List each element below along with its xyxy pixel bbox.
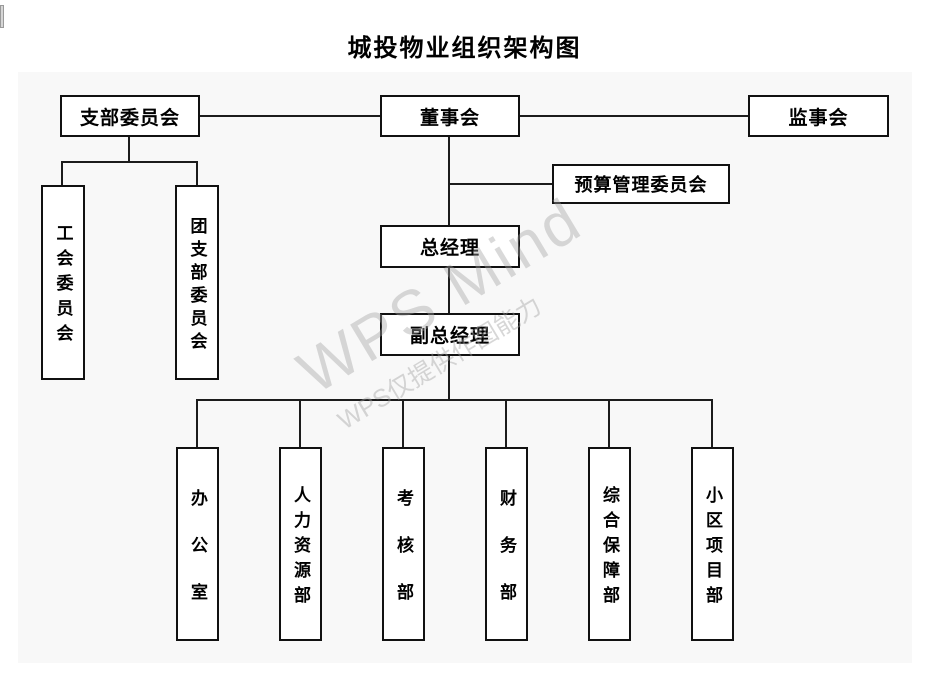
page-title: 城投物业组织架构图 <box>347 36 582 62</box>
node-general-manager[interactable]: 总经理 <box>380 225 520 268</box>
node-youth-league-committee[interactable]: 团支部委员会 <box>175 185 219 380</box>
node-budget-committee[interactable]: 预算管理委员会 <box>552 164 730 204</box>
connector-line <box>448 356 450 401</box>
node-assessment-dept[interactable]: 考核部 <box>382 447 425 641</box>
connector-line <box>520 115 748 117</box>
connector-line <box>505 399 507 447</box>
node-branch-committee[interactable]: 支部委员会 <box>60 95 200 137</box>
connector-line <box>402 399 404 447</box>
node-label: 财务部 <box>497 488 516 630</box>
connector-line <box>448 183 552 185</box>
node-deputy-general-manager[interactable]: 副总经理 <box>380 313 520 356</box>
connector-line <box>196 399 198 447</box>
node-label: 办公室 <box>188 488 207 630</box>
node-label: 小区项目部 <box>703 485 722 611</box>
node-label: 人力资源部 <box>291 485 310 611</box>
connector-line <box>128 137 130 163</box>
connector-line <box>299 399 301 447</box>
connector-line <box>608 399 610 447</box>
node-hr-dept[interactable]: 人力资源部 <box>279 447 322 641</box>
node-supervisory-board[interactable]: 监事会 <box>748 95 889 137</box>
node-support-dept[interactable]: 综合保障部 <box>588 447 631 641</box>
connector-line <box>448 268 450 314</box>
node-office[interactable]: 办公室 <box>176 447 219 641</box>
scrollbar-thumb[interactable] <box>0 5 4 28</box>
node-community-project-dept[interactable]: 小区项目部 <box>691 447 734 641</box>
connector-line <box>196 161 198 187</box>
connector-line <box>61 161 63 187</box>
node-board[interactable]: 董事会 <box>380 95 520 137</box>
connector-line <box>711 399 713 447</box>
node-label: 综合保障部 <box>600 485 619 611</box>
node-label: 考核部 <box>394 488 413 630</box>
node-union-committee[interactable]: 工会委员会 <box>41 185 85 380</box>
diagram-canvas <box>18 72 912 663</box>
node-label: 工会委员会 <box>53 224 73 349</box>
connector-line <box>200 115 380 117</box>
node-finance-dept[interactable]: 财务部 <box>485 447 528 641</box>
connector-line <box>196 399 713 401</box>
connector-line <box>61 161 198 163</box>
node-label: 团支部委员会 <box>187 216 207 355</box>
connector-line <box>448 137 450 226</box>
